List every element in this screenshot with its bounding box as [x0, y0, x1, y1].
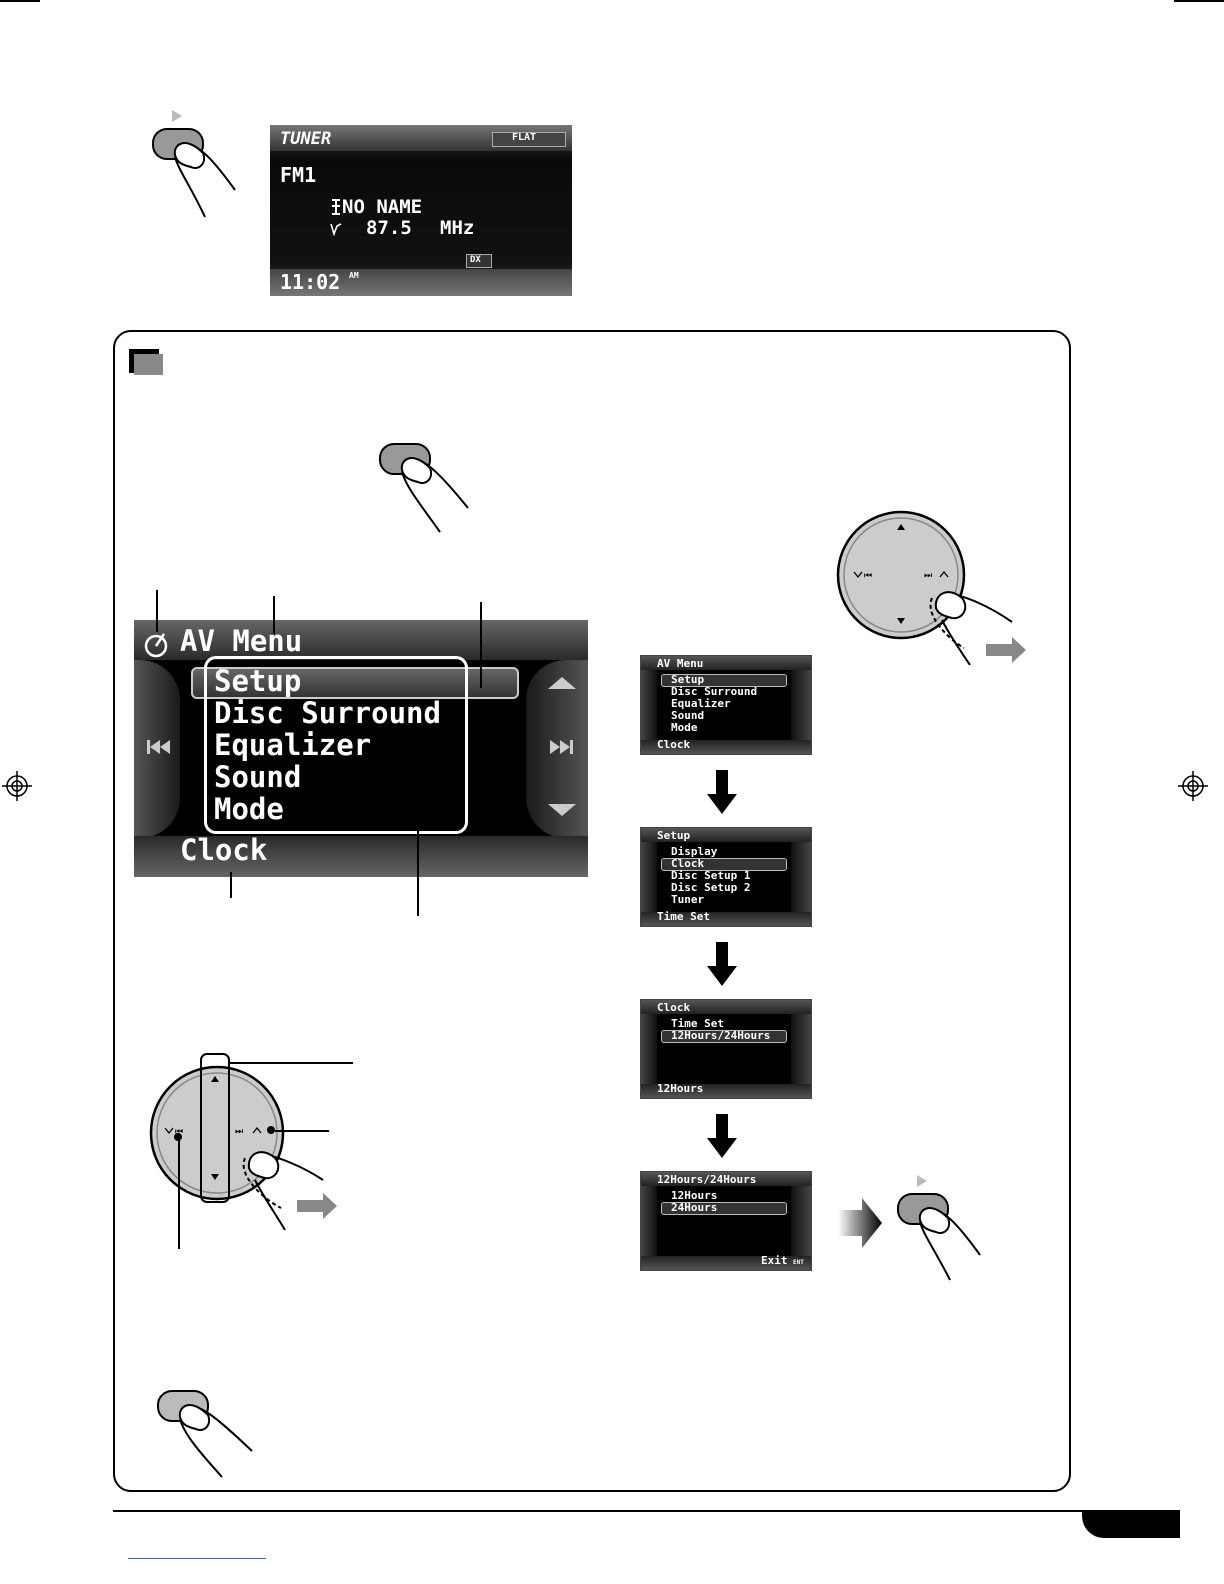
menu-disc-icon: [144, 633, 168, 658]
step4-exit: Exit: [761, 1254, 788, 1267]
finger-press-button-icon: [152, 110, 236, 218]
step2-item-5: Tuner: [671, 893, 705, 906]
step1-item-5: Mode: [671, 721, 698, 734]
callout-line-footer: [230, 872, 232, 898]
av-menu-title: AV Menu: [180, 624, 303, 658]
footer-link-line: [128, 1558, 266, 1559]
station-icon: [332, 199, 340, 215]
instruction-panel: [113, 330, 1071, 1492]
stereo-icon: [330, 223, 342, 236]
prev-track-icon: [147, 740, 170, 754]
step3-item-2: 12Hours/24Hours: [671, 1029, 771, 1042]
step4-enter: ENT: [793, 1259, 804, 1266]
menu-item-mode[interactable]: Mode: [214, 792, 284, 826]
step2-item-3: Disc Setup 1: [671, 869, 751, 882]
dx-label: DX: [470, 255, 481, 265]
step-screen-12-24-hours: 12Hours/24Hours 12Hours 24Hours Exit ENT: [640, 1171, 812, 1271]
step4-item-1: 12Hours: [671, 1189, 718, 1202]
crop-mark-top-left: [0, 0, 40, 2]
svg-text:⏮: ⏮: [864, 571, 872, 581]
registration-mark-right-icon: [1178, 771, 1208, 801]
menu-footer-label: Clock: [180, 833, 268, 867]
dx-badge: [466, 254, 492, 268]
step1-title: AV Menu: [657, 657, 704, 670]
tuner-source-label: TUNER: [280, 129, 332, 149]
footer-rule: [113, 1510, 1180, 1512]
control-dial-icon: ⏮ ⏭: [149, 1053, 337, 1231]
down-arrow-1-icon: [707, 770, 737, 814]
next-track-icon: [550, 740, 573, 754]
page-number-tab: [1082, 1512, 1180, 1538]
down-arrow-3-icon: [707, 1114, 737, 1158]
svg-text:⏭: ⏭: [235, 1127, 243, 1137]
step1-footer: Clock: [657, 738, 691, 751]
section-marker-icon: [129, 349, 163, 375]
items-outline-box: [204, 656, 468, 834]
step-screen-av-menu: AV Menu Setup Disc Surround Equalizer So…: [640, 655, 812, 755]
callout-line-updown: [229, 1062, 353, 1064]
clock-ampm: AM: [349, 271, 359, 280]
step4-title: 12Hours/24Hours: [657, 1173, 757, 1186]
av-menu-large-screen: AV Menu Setup Disc Surround Equalizer So…: [134, 620, 588, 877]
tuner-display-screen: TUNER FLAT FM1 NO NAME 87.5 MHz DX 11:02…: [270, 125, 572, 296]
frequency-unit: MHz: [440, 217, 475, 239]
callout-line-icon: [156, 590, 158, 632]
svg-text:⏮: ⏮: [175, 1127, 183, 1137]
station-name: NO NAME: [342, 196, 423, 218]
registration-mark-left-icon: [2, 771, 32, 801]
step-screen-clock: Clock Time Set 12Hours/24Hours 12Hours: [640, 999, 812, 1099]
step1-item-3: Equalizer: [671, 697, 731, 710]
callout-line-title: [273, 596, 275, 634]
step1-item-1: Setup: [671, 673, 705, 686]
finger-press-menu-button-icon: [379, 443, 469, 533]
step2-item-1: Display: [671, 845, 718, 858]
selected-item-highlight: [191, 667, 519, 699]
eq-mode-label: FLAT: [512, 132, 537, 143]
crop-mark-top-right: [1174, 0, 1224, 2]
menu-item-disc-surround[interactable]: Disc Surround: [214, 696, 441, 730]
callout-line-right: [275, 1130, 329, 1132]
finger-press-confirm-icon: [897, 1175, 981, 1281]
callout-line-highlight: [480, 602, 482, 688]
step-screen-setup: Setup Display Clock Disc Setup 1 Disc Se…: [640, 827, 812, 927]
finger-press-back-icon: [157, 1390, 253, 1478]
callout-line-items: [417, 828, 419, 916]
step3-title: Clock: [657, 1001, 691, 1014]
step2-item-2: Clock: [671, 857, 705, 870]
eq-badge: [492, 132, 566, 147]
step1-item-4: Sound: [671, 709, 705, 722]
control-dial-right-icon: ⏮ ⏭: [836, 510, 1026, 665]
step2-item-4: Disc Setup 2: [671, 881, 751, 894]
gradient-arrow-icon: [838, 1198, 882, 1248]
step3-item-1: Time Set: [671, 1017, 724, 1030]
callout-line-left: [178, 1137, 180, 1249]
svg-text:⏭: ⏭: [924, 571, 932, 581]
menu-item-setup[interactable]: Setup: [214, 664, 302, 698]
frequency-value: 87.5: [366, 217, 412, 239]
clock-time: 11:02: [280, 270, 341, 294]
step1-item-2: Disc Surround: [671, 685, 758, 698]
scroll-up-icon: [548, 677, 576, 689]
menu-item-equalizer[interactable]: Equalizer: [214, 728, 372, 762]
scroll-down-icon: [548, 804, 576, 816]
step3-footer: 12Hours: [657, 1082, 704, 1095]
menu-item-sound[interactable]: Sound: [214, 760, 302, 794]
band-label: FM1: [280, 163, 317, 187]
step4-item-2: 24Hours: [671, 1201, 718, 1214]
step2-title: Setup: [657, 829, 691, 842]
down-arrow-2-icon: [707, 942, 737, 986]
step2-footer: Time Set: [657, 910, 710, 923]
